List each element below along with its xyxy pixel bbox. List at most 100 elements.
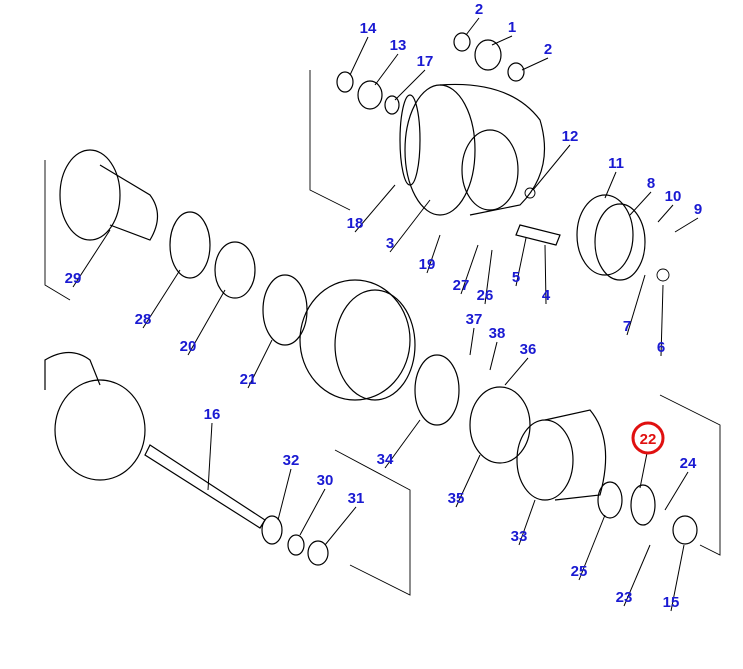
seal-32 bbox=[261, 515, 283, 545]
leader-line-26 bbox=[484, 249, 493, 305]
leader-line-24 bbox=[664, 471, 689, 511]
leader-line-37 bbox=[469, 327, 475, 356]
part-label-38[interactable]: 38 bbox=[489, 325, 506, 342]
ring-gear-33-body bbox=[544, 409, 607, 501]
part-label-9[interactable]: 9 bbox=[694, 201, 702, 218]
shaft-29 bbox=[99, 164, 159, 241]
frame-line-left bbox=[44, 160, 71, 301]
bearing-1 bbox=[474, 39, 502, 71]
part-label-22[interactable]: 22 bbox=[640, 431, 657, 448]
leader-line-9 bbox=[674, 217, 699, 233]
part-label-26[interactable]: 26 bbox=[477, 287, 494, 304]
leader-line-11 bbox=[604, 171, 617, 199]
part-label-8[interactable]: 8 bbox=[647, 175, 655, 192]
part-label-7[interactable]: 7 bbox=[623, 318, 631, 335]
leader-line-7 bbox=[626, 274, 646, 336]
part-label-29[interactable]: 29 bbox=[65, 270, 82, 287]
part-label-27[interactable]: 27 bbox=[453, 277, 470, 294]
part-label-24[interactable]: 24 bbox=[680, 455, 697, 472]
leader-line-15 bbox=[670, 544, 685, 612]
nut-2b bbox=[507, 62, 525, 82]
part-label-11[interactable]: 11 bbox=[608, 155, 624, 172]
part-label-2[interactable]: 2 bbox=[475, 1, 483, 18]
part-drawings bbox=[44, 32, 721, 596]
seal-14 bbox=[336, 71, 354, 93]
leader-line-20 bbox=[187, 289, 226, 356]
part-label-25[interactable]: 25 bbox=[571, 563, 588, 580]
part-label-20[interactable]: 20 bbox=[180, 338, 197, 355]
part-label-6[interactable]: 6 bbox=[657, 339, 665, 356]
leader-line-28 bbox=[142, 269, 181, 329]
part-label-30[interactable]: 30 bbox=[317, 472, 334, 489]
part-label-4[interactable]: 4 bbox=[542, 287, 551, 304]
leader-line-22 bbox=[639, 447, 649, 489]
nut-12 bbox=[524, 187, 536, 199]
part-label-2[interactable]: 2 bbox=[544, 41, 552, 58]
ring-30 bbox=[287, 534, 305, 556]
axle-housing bbox=[44, 351, 101, 390]
leader-line-12 bbox=[532, 144, 571, 191]
part-label-16[interactable]: 16 bbox=[204, 406, 221, 423]
part-label-13[interactable]: 13 bbox=[390, 37, 407, 54]
oring-18 bbox=[399, 94, 421, 186]
oring-28 bbox=[169, 211, 211, 279]
leader-line-6 bbox=[660, 284, 664, 357]
part-label-31[interactable]: 31 bbox=[348, 490, 365, 507]
leader-line-2 bbox=[521, 57, 549, 71]
part-label-33[interactable]: 33 bbox=[511, 528, 528, 545]
carrier-cover bbox=[576, 194, 634, 276]
frame-line-bottom bbox=[334, 449, 411, 596]
leader-line-36 bbox=[504, 357, 529, 386]
leader-line-27 bbox=[460, 244, 479, 295]
part-label-17[interactable]: 17 bbox=[417, 53, 434, 70]
part-label-19[interactable]: 19 bbox=[419, 256, 436, 273]
leader-line-31 bbox=[324, 506, 357, 546]
part-label-32[interactable]: 32 bbox=[283, 452, 300, 469]
part-label-23[interactable]: 23 bbox=[616, 589, 633, 606]
part-label-3[interactable]: 3 bbox=[386, 235, 394, 252]
frame-line-top bbox=[309, 70, 351, 211]
leader-line-38 bbox=[489, 341, 498, 371]
part-label-14[interactable]: 14 bbox=[360, 20, 377, 37]
leader-line-16 bbox=[207, 422, 213, 491]
part-label-34[interactable]: 34 bbox=[377, 451, 394, 468]
highlight-circle bbox=[631, 421, 665, 455]
part-label-28[interactable]: 28 bbox=[135, 311, 152, 328]
bushing-31 bbox=[307, 540, 329, 566]
leader-line-14 bbox=[349, 36, 369, 76]
hub-housing bbox=[404, 84, 476, 216]
part-label-12[interactable]: 12 bbox=[562, 128, 579, 145]
leader-line-8 bbox=[629, 191, 652, 216]
leader-line-1 bbox=[491, 35, 513, 46]
leader-line-3 bbox=[389, 199, 431, 253]
bearing-34 bbox=[414, 354, 460, 426]
part-label-37[interactable]: 37 bbox=[466, 311, 483, 328]
ring-gear-33 bbox=[516, 419, 574, 501]
ring-17 bbox=[384, 95, 400, 115]
flange-29 bbox=[59, 149, 121, 241]
leader-line-17 bbox=[394, 69, 426, 101]
nut-2a bbox=[453, 32, 471, 52]
leader-line-19 bbox=[426, 234, 441, 274]
leader-line-2 bbox=[465, 17, 480, 36]
axle-housing-flange bbox=[54, 379, 146, 481]
part-label-10[interactable]: 10 bbox=[665, 188, 682, 205]
leader-line-29 bbox=[72, 229, 111, 288]
leader-line-10 bbox=[657, 204, 674, 223]
leader-line-33 bbox=[518, 499, 536, 546]
part-label-21[interactable]: 21 bbox=[240, 371, 257, 388]
wheel-hub-face bbox=[334, 289, 416, 401]
part-label-1[interactable]: 1 bbox=[508, 19, 516, 36]
part-label-15[interactable]: 15 bbox=[663, 594, 680, 611]
part-label-5[interactable]: 5 bbox=[512, 269, 520, 286]
axle-shaft-16 bbox=[144, 444, 266, 529]
bearing-race-20 bbox=[214, 241, 256, 299]
part-label-18[interactable]: 18 bbox=[347, 215, 364, 232]
part-label-35[interactable]: 35 bbox=[448, 490, 465, 507]
leader-line-25 bbox=[578, 514, 606, 581]
washer-15 bbox=[672, 515, 698, 545]
part-label-36[interactable]: 36 bbox=[520, 341, 537, 358]
gear-35 bbox=[469, 386, 531, 464]
